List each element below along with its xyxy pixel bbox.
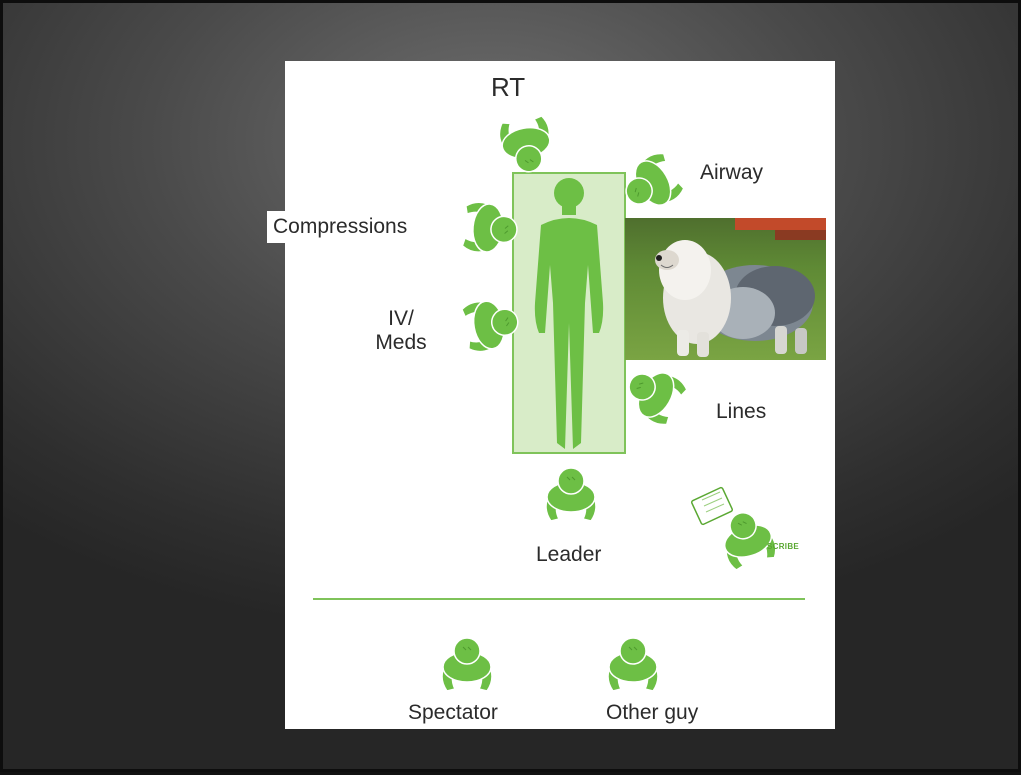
scribe-person-icon [715, 506, 779, 572]
iv-meds-label-line1: IV/ [369, 307, 433, 331]
airway-person-icon [615, 149, 686, 219]
clipboard-icon [691, 487, 733, 525]
rt-label: RT [491, 72, 525, 102]
leader-person-icon [546, 468, 596, 521]
lines-label: Lines [716, 400, 766, 424]
spectator-label: Spectator [408, 701, 498, 725]
leader-label: Leader [536, 543, 601, 567]
iv-meds-label: IV/ Meds [369, 307, 433, 355]
compressions-person-icon [462, 201, 519, 255]
resuscitation-team-diagram [3, 3, 1021, 775]
rt-person-icon [497, 115, 555, 176]
other-guy-person-icon [608, 638, 658, 691]
other-guy-label: Other guy [606, 701, 698, 725]
lines-person-icon [618, 359, 689, 429]
spectator-person-icon [442, 638, 492, 691]
airway-label: Airway [700, 161, 763, 185]
scribe-label: SCRIBE [767, 542, 799, 551]
iv-meds-label-line2: Meds [369, 331, 433, 355]
sheepdog-photo [625, 218, 826, 360]
compressions-label: Compressions [267, 211, 413, 243]
